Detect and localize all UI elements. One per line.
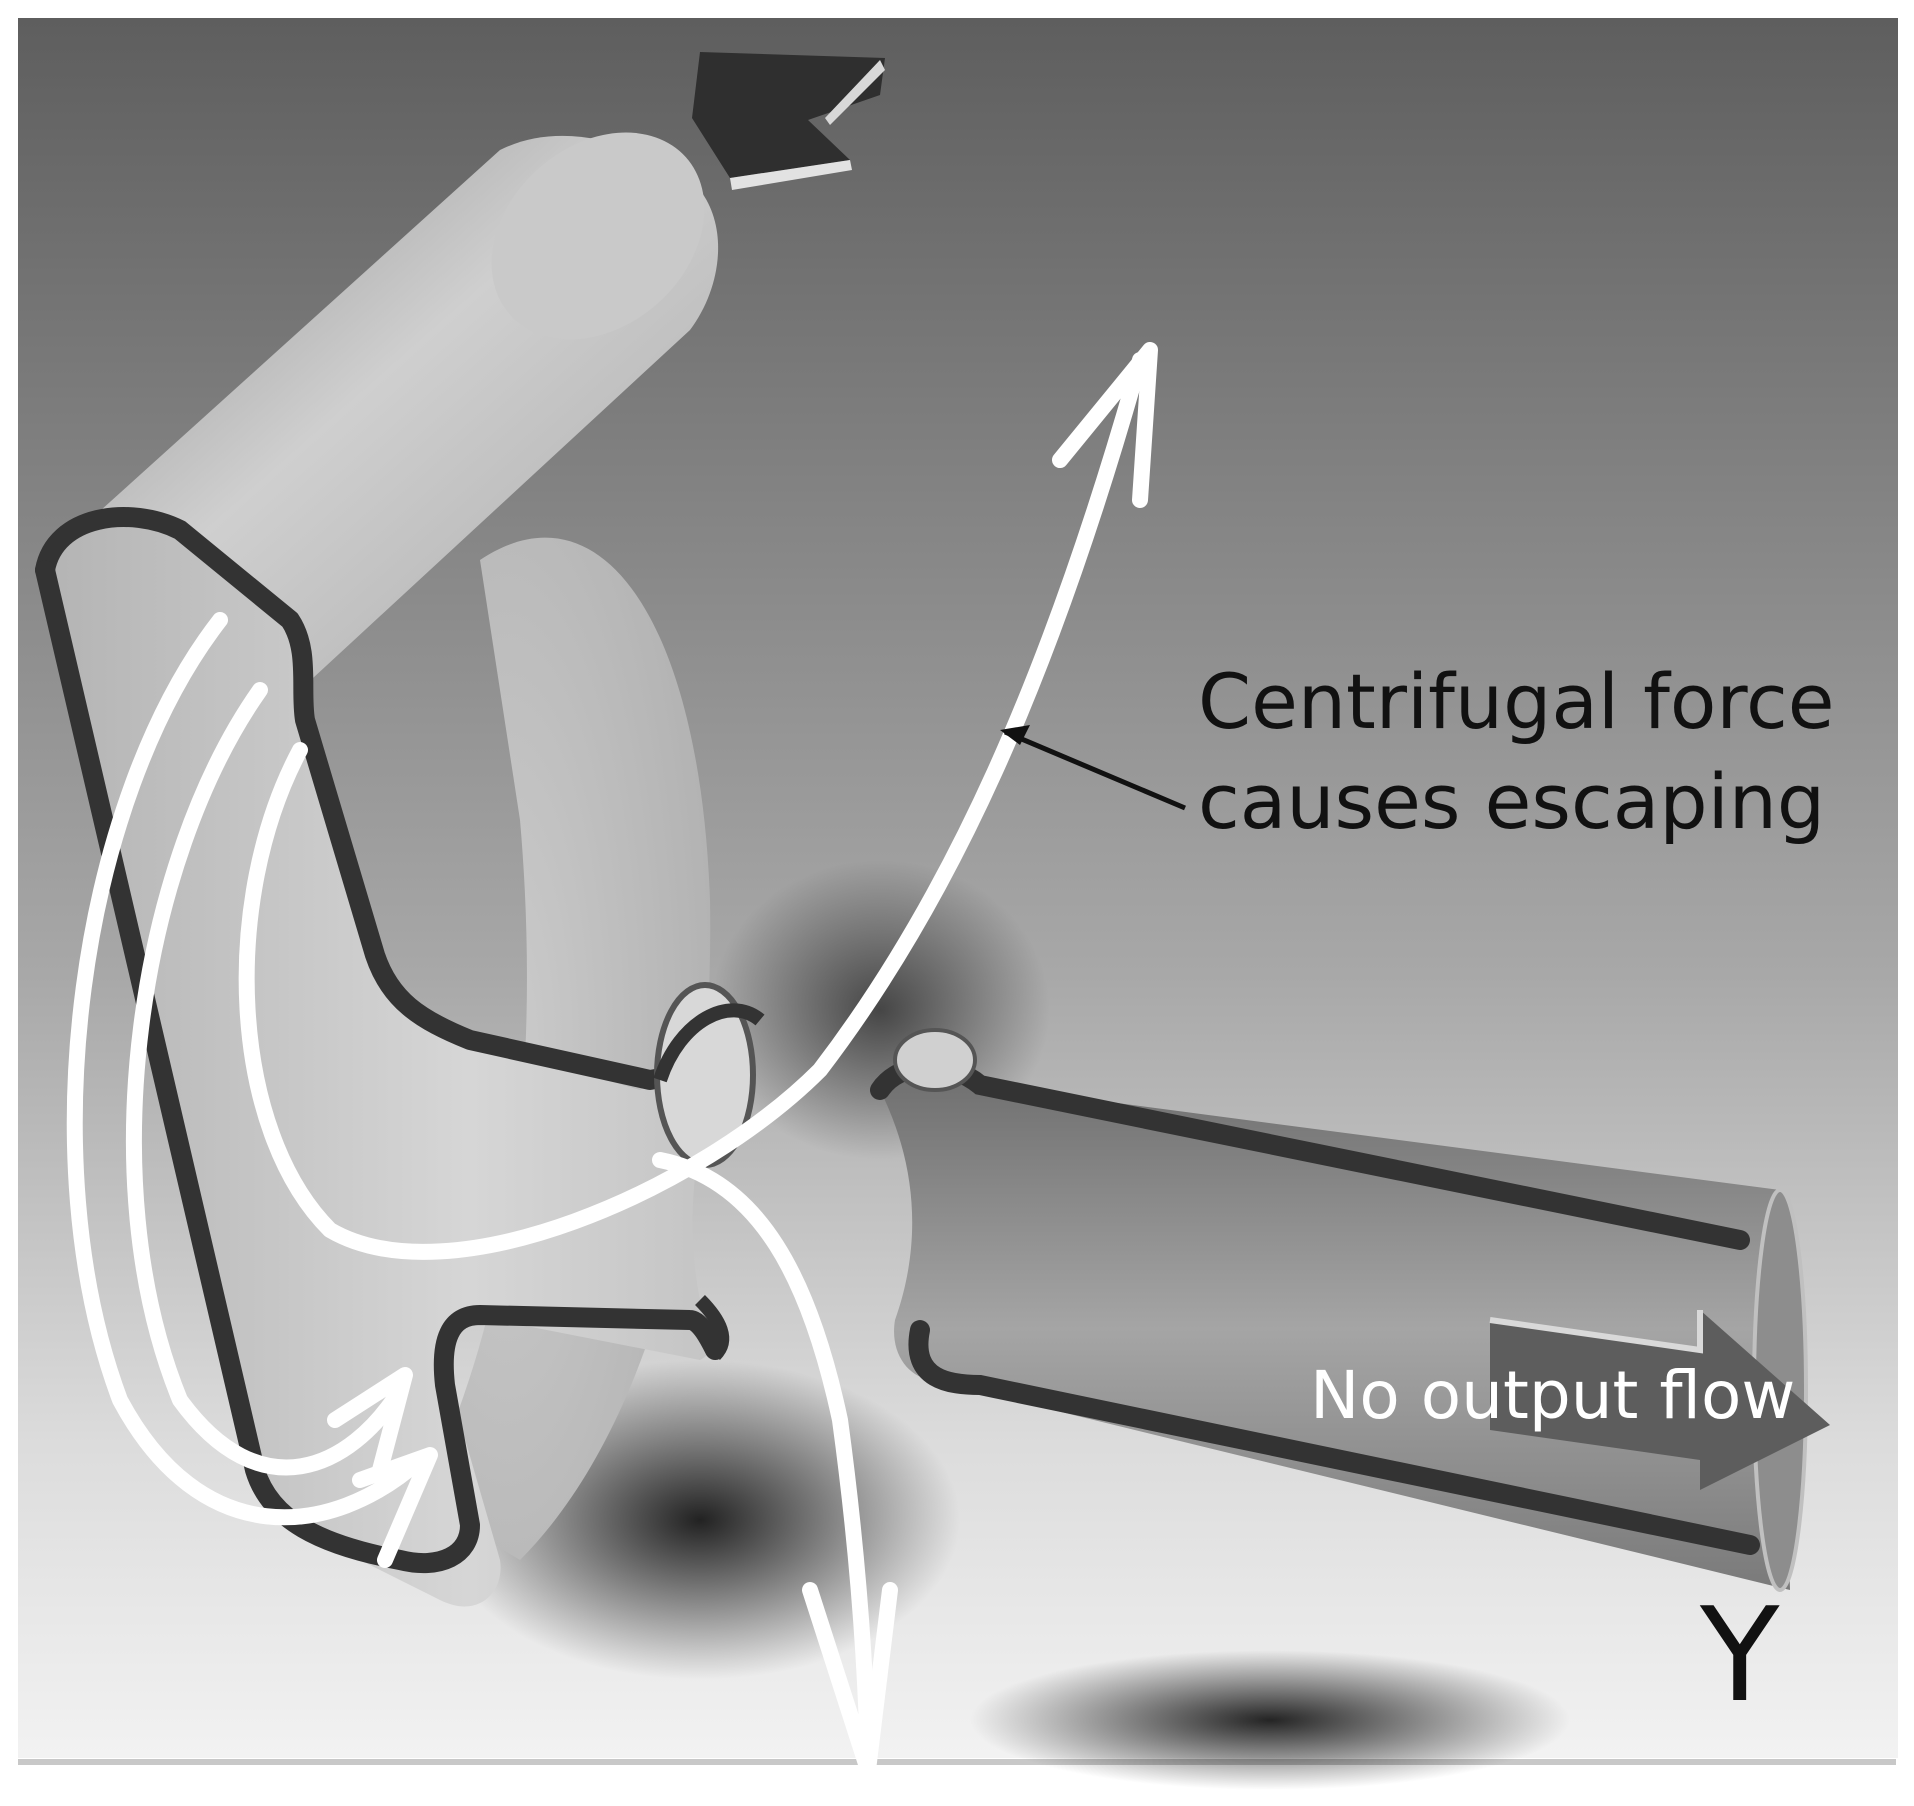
escaping-arrowhead bbox=[1052, 342, 1158, 508]
casing-outline-lower bbox=[35, 560, 725, 1574]
arrow-down-left-icon bbox=[692, 52, 885, 190]
downward-arrowhead bbox=[802, 1582, 898, 1778]
casing-outline bbox=[35, 507, 694, 1100]
annotation-leader bbox=[1000, 725, 1186, 811]
annotation-line-1: Centrifugal force bbox=[1198, 657, 1835, 746]
downward-flow-arrow bbox=[652, 1152, 876, 1768]
inlet-tube bbox=[90, 132, 719, 690]
output-flow-label: No output flow bbox=[1310, 1357, 1795, 1434]
nozzle-ring-left bbox=[653, 982, 765, 1360]
panel-letter: Y bbox=[1699, 1579, 1780, 1731]
annotation-line-2: causes escaping bbox=[1198, 757, 1825, 846]
arrow-right-icon bbox=[1489, 1310, 1830, 1490]
recirculation-arrow-1 bbox=[66, 612, 428, 1526]
shadow-bottom bbox=[970, 1650, 1570, 1790]
flow-arrows bbox=[66, 342, 1158, 1778]
recirculation-arrow-2 bbox=[125, 682, 408, 1476]
recirculation-arrowhead-2 bbox=[327, 1367, 413, 1478]
